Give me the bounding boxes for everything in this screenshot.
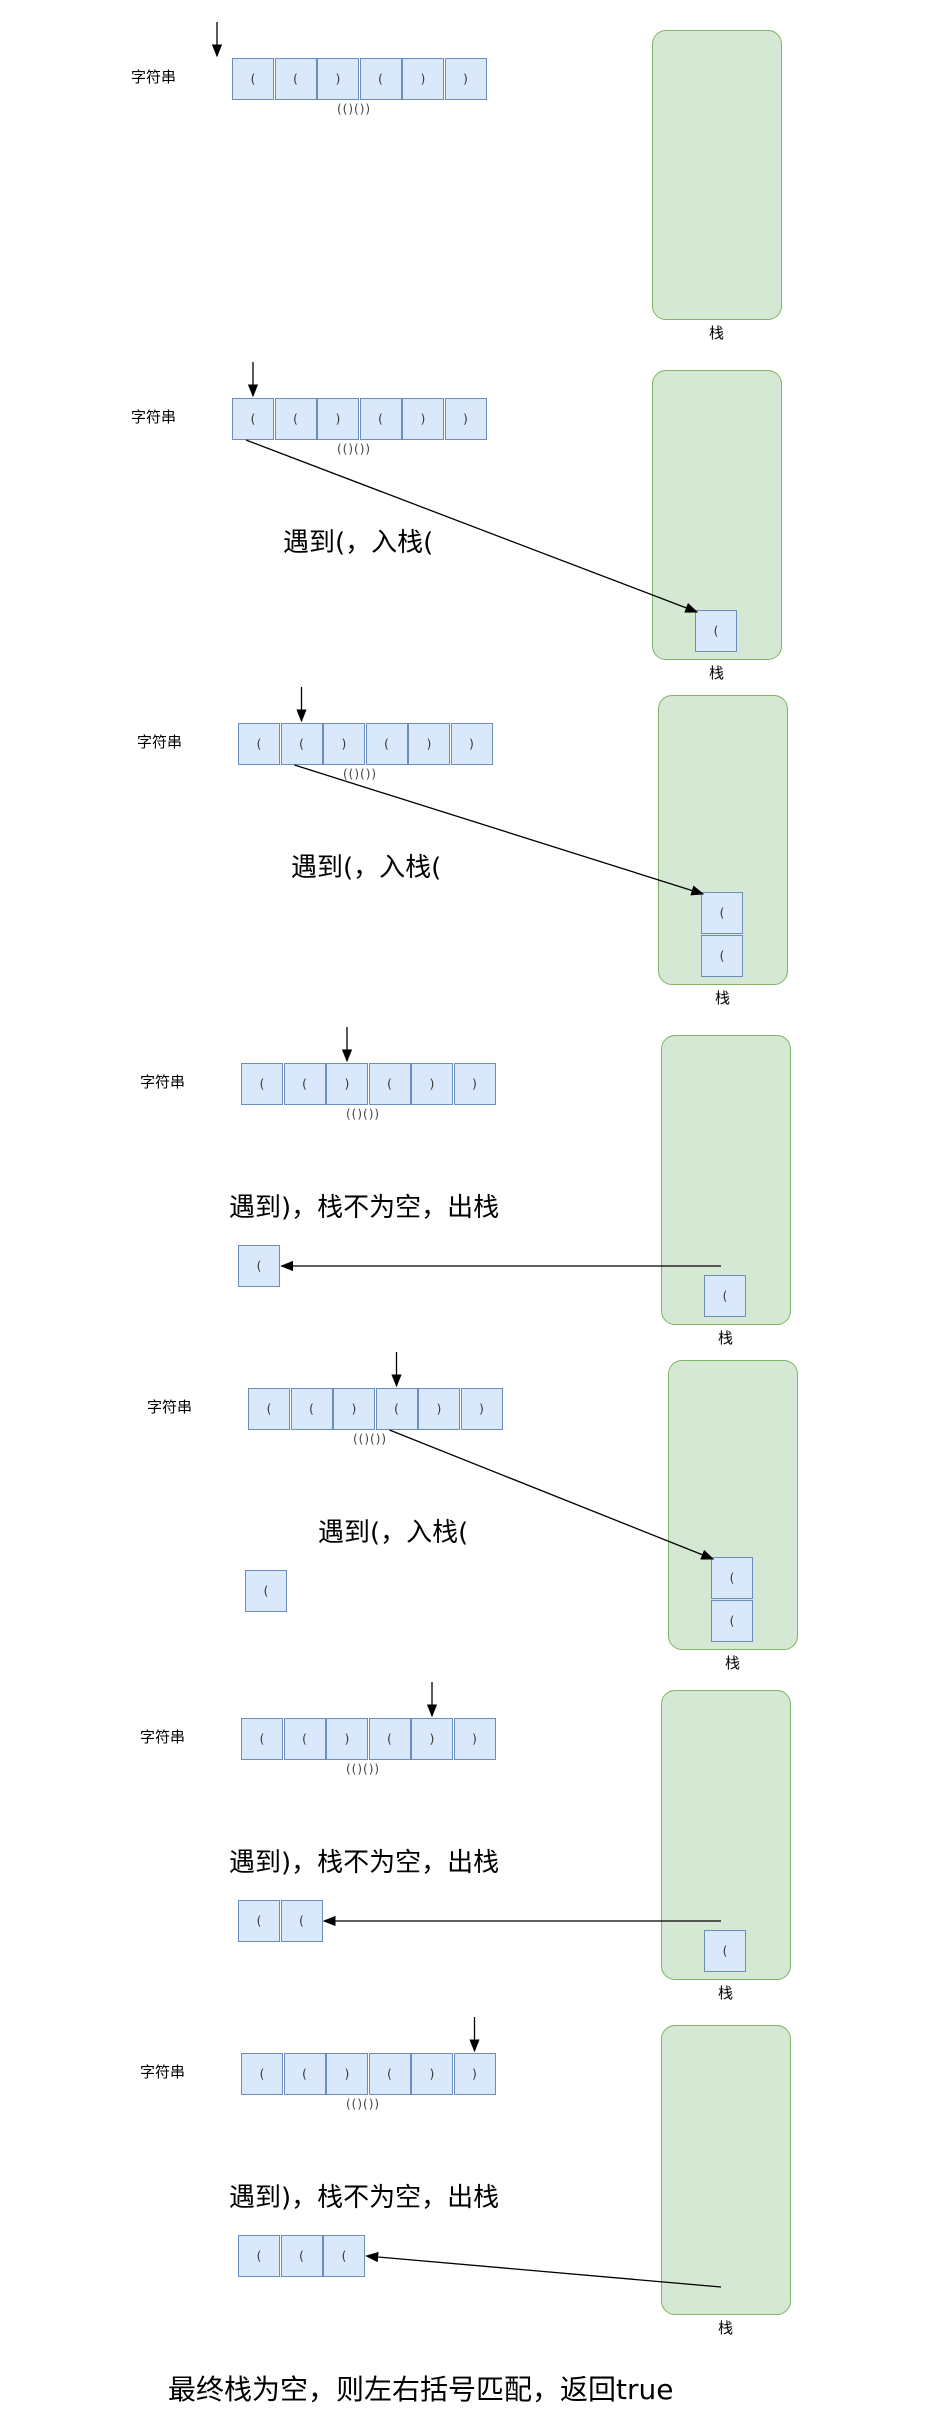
- string-label: 字符串: [140, 1728, 186, 1746]
- string-cell: (: [232, 58, 274, 100]
- string-cell: ): [323, 723, 365, 765]
- string-cell: ): [317, 398, 359, 440]
- action-text: 遇到(，入栈(: [318, 1518, 469, 1548]
- string-cell: (: [368, 1063, 411, 1105]
- stack-item: (: [711, 1557, 753, 1599]
- string-cell: (: [368, 2053, 411, 2095]
- stack-label: 栈: [709, 664, 725, 682]
- string-cell: (: [359, 398, 402, 440]
- string-cell: (: [248, 1388, 290, 1430]
- action-text: 遇到)，栈不为空，出栈: [229, 2183, 500, 2213]
- action-text: 遇到(，入栈(: [283, 528, 434, 558]
- string-cell: (: [241, 1718, 283, 1760]
- string-cell: ): [408, 723, 450, 765]
- string-cell: ): [317, 58, 359, 100]
- string-cell: ): [460, 1388, 503, 1430]
- string-caption: (()()): [343, 767, 378, 781]
- stack-item: (: [701, 935, 743, 977]
- string-cell: (: [368, 1718, 411, 1760]
- stack-item: (: [704, 1275, 746, 1317]
- string-cell: (: [359, 58, 402, 100]
- string-label: 字符串: [137, 733, 183, 751]
- string-cell: (: [280, 723, 323, 765]
- string-caption: (()()): [346, 1107, 381, 1121]
- string-cell: (: [241, 2053, 283, 2095]
- string-cell: ): [333, 1388, 375, 1430]
- action-text: 遇到(，入栈(: [291, 853, 442, 883]
- stack-item: (: [695, 610, 737, 652]
- string-caption: (()()): [337, 442, 372, 456]
- string-cell: ): [326, 1063, 368, 1105]
- string-cell: ): [402, 398, 444, 440]
- string-cell: (: [365, 723, 408, 765]
- stack-container: [661, 2025, 791, 2315]
- string-cell: (: [283, 1063, 326, 1105]
- string-cell: ): [418, 1388, 460, 1430]
- string-cell: (: [274, 398, 317, 440]
- popped-item: (: [238, 1245, 280, 1287]
- stack-label: 栈: [718, 1329, 734, 1347]
- popped-item: (: [238, 2235, 280, 2277]
- stack-container: [652, 30, 782, 320]
- action-text: 遇到)，栈不为空，出栈: [229, 1193, 500, 1223]
- string-label: 字符串: [131, 408, 177, 426]
- popped-item: (: [323, 2235, 365, 2277]
- string-cell: ): [411, 1718, 453, 1760]
- string-cell: ): [402, 58, 444, 100]
- popped-item: (: [245, 1570, 287, 1612]
- string-cell: ): [411, 1063, 453, 1105]
- action-text: 遇到)，栈不为空，出栈: [229, 1848, 500, 1878]
- popped-item: (: [280, 2235, 323, 2277]
- string-cell: ): [453, 1063, 496, 1105]
- stack-label: 栈: [709, 324, 725, 342]
- string-cell: ): [326, 1718, 368, 1760]
- stack-label: 栈: [725, 1654, 741, 1672]
- string-caption: (()()): [337, 102, 372, 116]
- string-cell: ): [450, 723, 493, 765]
- string-cell: ): [453, 1718, 496, 1760]
- string-cell: (: [241, 1063, 283, 1105]
- string-cell: (: [290, 1388, 333, 1430]
- stack-item: (: [704, 1930, 746, 1972]
- stack-label: 栈: [715, 989, 731, 1007]
- conclusion-text: 最终栈为空，则左右括号匹配，返回true: [168, 2373, 674, 2406]
- string-caption: (()()): [346, 1762, 381, 1776]
- string-cell: (: [283, 1718, 326, 1760]
- string-caption: (()()): [346, 2097, 381, 2111]
- stack-item: (: [701, 892, 743, 934]
- stack-label: 栈: [718, 2319, 734, 2337]
- string-cell: ): [444, 58, 487, 100]
- string-cell: ): [326, 2053, 368, 2095]
- string-cell: ): [453, 2053, 496, 2095]
- string-cell: ): [411, 2053, 453, 2095]
- string-label: 字符串: [140, 2063, 186, 2081]
- string-cell: ): [444, 398, 487, 440]
- string-cell: (: [274, 58, 317, 100]
- popped-item: (: [238, 1900, 280, 1942]
- string-cell: (: [232, 398, 274, 440]
- string-label: 字符串: [131, 68, 177, 86]
- stack-item: (: [711, 1600, 753, 1642]
- string-cell: (: [283, 2053, 326, 2095]
- string-cell: (: [238, 723, 280, 765]
- string-cell: (: [375, 1388, 418, 1430]
- string-label: 字符串: [140, 1073, 186, 1091]
- stack-container: [661, 1035, 791, 1325]
- stack-label: 栈: [718, 1984, 734, 2002]
- popped-item: (: [280, 1900, 323, 1942]
- string-caption: (()()): [353, 1432, 388, 1446]
- string-label: 字符串: [147, 1398, 193, 1416]
